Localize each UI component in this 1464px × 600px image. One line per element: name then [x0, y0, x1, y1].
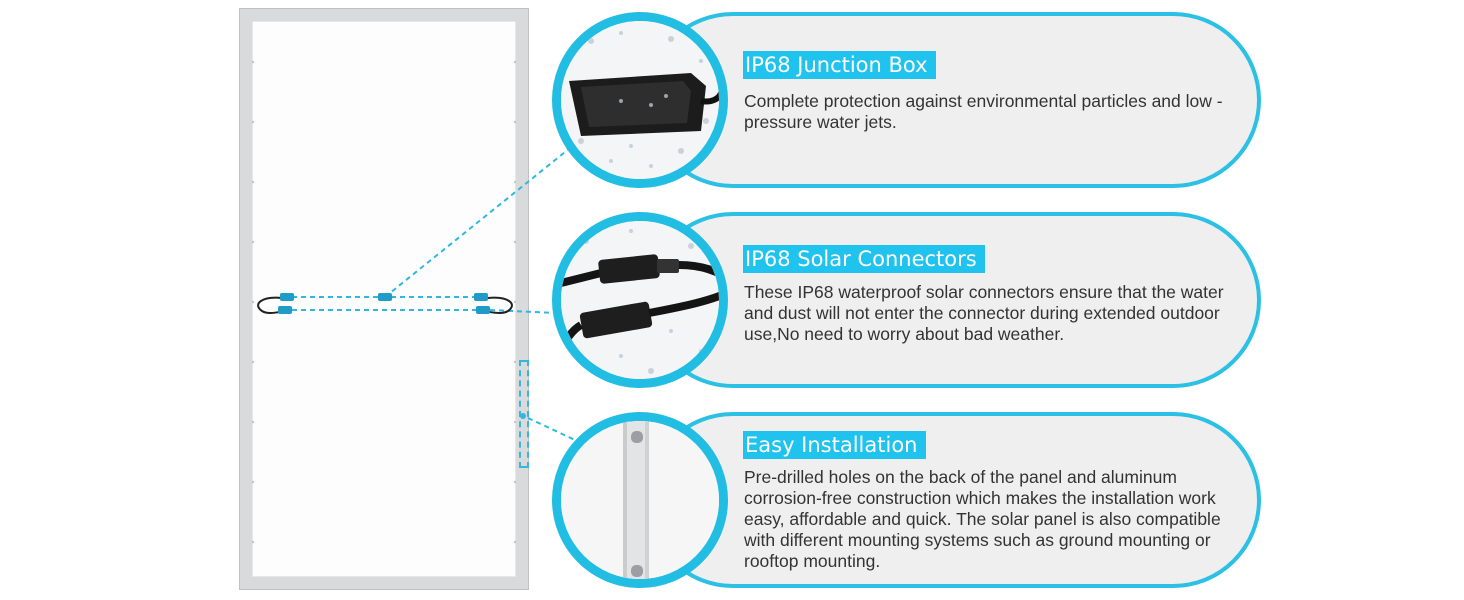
- frame-rivet: [252, 301, 254, 303]
- frame-rivet: [514, 421, 516, 423]
- frame-rivet: [514, 121, 516, 123]
- feature-title: Easy Installation: [743, 431, 926, 459]
- mounting-hole-icon: [561, 421, 719, 579]
- frame-rivet: [252, 361, 254, 363]
- junction-box-marker: [378, 293, 392, 301]
- easy-installation-image: [552, 412, 728, 588]
- frame-rivet: [514, 181, 516, 183]
- solar-connectors-image: [552, 212, 728, 388]
- connector-right-bottom: [476, 306, 490, 314]
- frame-rivet: [514, 301, 516, 303]
- connector-right-top: [474, 293, 488, 301]
- frame-rivet: [252, 541, 254, 543]
- frame-rivet: [514, 241, 516, 243]
- feature-description: Complete protection against environmenta…: [744, 91, 1223, 132]
- feature-description: Pre-drilled holes on the back of the pan…: [744, 467, 1221, 571]
- frame-rivet: [514, 481, 516, 483]
- frame-rivet: [252, 61, 254, 63]
- feature-card-solar-connectors: [645, 212, 1261, 388]
- junction-box-leader: [384, 139, 581, 298]
- panel-backsheet: [252, 21, 516, 577]
- junction-box-image: [552, 12, 728, 188]
- connector-left-bottom: [278, 306, 292, 314]
- frame-rivet: [514, 541, 516, 543]
- junction-box-icon: [561, 21, 719, 179]
- feature-title: IP68 Junction Box: [743, 51, 936, 79]
- mounting-leader: [527, 417, 576, 441]
- feature-description: These IP68 waterproof solar connectors e…: [744, 282, 1224, 344]
- feature-card-junction-box: [645, 12, 1261, 188]
- mounting-slot-outline: [519, 360, 529, 468]
- frame-rivet: [252, 121, 254, 123]
- frame-rivet: [252, 241, 254, 243]
- feature-title: IP68 Solar Connectors: [743, 245, 985, 273]
- right-cable: [481, 296, 513, 315]
- connector-leader: [489, 309, 557, 314]
- connector-left-top: [280, 293, 294, 301]
- frame-rivet: [514, 61, 516, 63]
- mounting-marker: [520, 413, 526, 419]
- solar-connector-icon: [561, 221, 719, 379]
- frame-rivet: [252, 481, 254, 483]
- frame-rivet: [252, 421, 254, 423]
- frame-rivet: [514, 361, 516, 363]
- frame-rivet: [252, 181, 254, 183]
